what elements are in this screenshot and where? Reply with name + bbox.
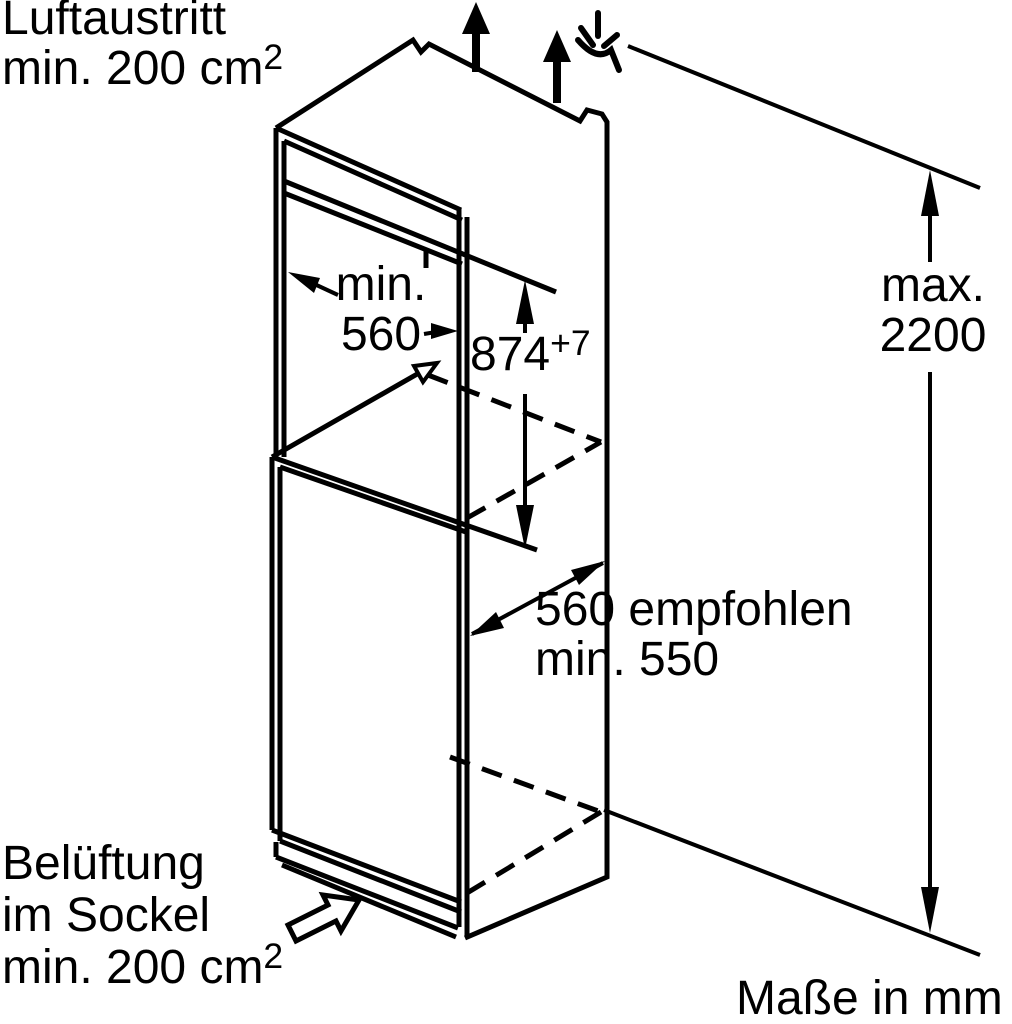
cut-mark-icon bbox=[575, 10, 622, 73]
dimension-niche-width bbox=[288, 272, 458, 339]
arrowhead-left-icon bbox=[288, 272, 320, 293]
arrowhead-right-icon bbox=[431, 323, 458, 339]
base-back-edge-dashed bbox=[449, 754, 602, 815]
shelf-reference-line bbox=[271, 454, 538, 553]
shelf-back-edge-dashed bbox=[427, 372, 602, 445]
extension-line-top bbox=[627, 44, 981, 190]
label-base-ventilation-line2: im Sockel bbox=[2, 889, 211, 942]
door-panel bbox=[269, 454, 538, 940]
superscript: 2 bbox=[263, 37, 284, 78]
dimension-max-height bbox=[603, 44, 981, 957]
arrowhead-down-icon bbox=[516, 505, 534, 549]
superscript: 2 bbox=[263, 936, 284, 977]
label-max-height: max. 2200 bbox=[866, 261, 1000, 361]
label-depth-line1: 560 empfohlen bbox=[535, 583, 853, 636]
open-arrowhead-icon bbox=[410, 360, 442, 386]
arrowhead-down-icon bbox=[921, 887, 939, 933]
dimension-depth bbox=[470, 561, 605, 636]
label-air-outlet: Luftaustritt min. 200 cm2 bbox=[2, 0, 283, 97]
label-base-ventilation-line3: min. 200 cm2 bbox=[2, 936, 284, 994]
label-niche-height: 874+7 bbox=[470, 323, 591, 381]
cabinet-outline bbox=[273, 36, 610, 941]
label-niche-width-line2: 560 bbox=[340, 308, 422, 361]
superscript: +7 bbox=[550, 323, 591, 364]
label-niche-width-line1: min. bbox=[335, 258, 427, 311]
niche-top-reference-line bbox=[283, 178, 557, 295]
label-niche-width: min. 560 bbox=[322, 260, 440, 360]
label-depth-line2: min. 550 bbox=[535, 633, 720, 686]
label-max-height-line1: max. bbox=[880, 259, 985, 312]
arrowhead-right-icon bbox=[571, 561, 605, 585]
airflow-arrow-icon bbox=[543, 30, 571, 103]
extension-line-bottom bbox=[603, 808, 981, 957]
base-right-edge-dashed bbox=[465, 809, 603, 896]
arrowhead-up-icon bbox=[921, 170, 939, 216]
label-units: Maße in mm bbox=[736, 972, 1003, 1024]
label-max-height-line2: 2200 bbox=[879, 309, 987, 362]
label-air-outlet-line1: Luftaustritt bbox=[2, 0, 227, 45]
airflow-arrow-icon bbox=[462, 2, 490, 72]
arrowhead-left-icon bbox=[470, 612, 504, 636]
door-plane-pointer bbox=[270, 360, 442, 460]
shelf-right-edge-dashed bbox=[465, 439, 603, 521]
hidden-edges bbox=[427, 372, 603, 896]
dimension-niche-height bbox=[516, 280, 534, 549]
arrowhead-up-icon bbox=[516, 280, 534, 324]
label-base-ventilation: Belüftung im Sockel min. 200 cm2 bbox=[2, 838, 283, 997]
airflow-arrows bbox=[462, 2, 571, 103]
base-ventilation-arrow-icon bbox=[284, 891, 364, 945]
label-base-ventilation-line1: Belüftung bbox=[2, 837, 205, 890]
label-depth: 560 empfohlen min. 550 bbox=[535, 585, 853, 685]
label-air-outlet-line2: min. 200 cm2 bbox=[2, 37, 284, 95]
